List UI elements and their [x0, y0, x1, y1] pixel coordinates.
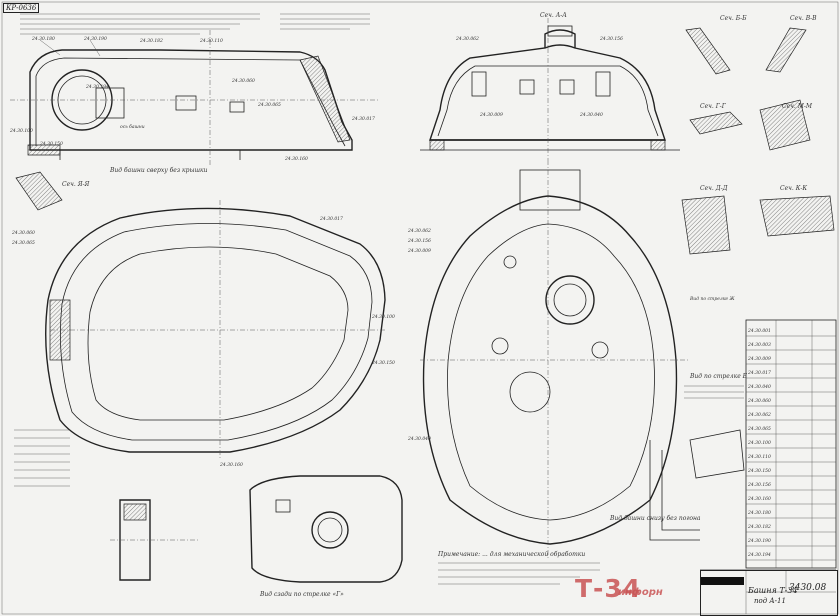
note-label: Вид по стрелке Ж: [689, 296, 736, 302]
part-label: 24.30.150: [371, 360, 395, 366]
parts-row-number: 24.30.009: [747, 356, 771, 362]
part-label: 24.30.156: [407, 238, 431, 244]
part-label: 24.30.062: [407, 228, 431, 234]
front-view: Сеч. А-А 24.30.062 24.30.156 24.30.009 2…: [420, 12, 680, 160]
redaction-mark: [700, 577, 744, 585]
part-label: 24.30.017: [351, 116, 375, 122]
section-label: Сеч. Г-Г: [700, 103, 727, 110]
part-label: 24.30.060: [231, 78, 255, 84]
part-label: 24.30.040: [579, 112, 603, 118]
section-label: Сеч. Д-Д: [700, 185, 728, 192]
side-view-labels: 24.30.180 24.30.190 24.30.182 24.30.110 …: [9, 36, 375, 162]
part-label: 24.30.017: [319, 216, 343, 222]
left-small-section: Сеч. Я-Я: [15, 171, 90, 211]
part-label: 24.30.150: [39, 141, 63, 147]
part-label: 24.30.060: [11, 230, 35, 236]
note-label: Вид башни снизу без погона: [609, 515, 701, 522]
side-view: ось башни: [10, 30, 380, 165]
part-label: 24.30.009: [407, 248, 431, 254]
note-label: Вид по стрелке Е: [689, 373, 748, 380]
note-block: Примечание: ... для механической обработ…: [437, 551, 600, 585]
title-sub: под А-11: [754, 597, 786, 605]
part-label: 24.30.100: [371, 314, 395, 320]
parts-row-number: 24.30.001: [747, 328, 771, 334]
part-label: 24.30.065: [11, 240, 35, 246]
part-label: 24.30.062: [455, 36, 479, 42]
parts-row-number: 24.30.017: [747, 370, 771, 376]
part-label: 24.30.110: [199, 38, 223, 44]
parts-row-number: 24.30.003: [747, 342, 771, 348]
left-margin-notes: [14, 429, 70, 487]
sections-top-right: Сеч. Б-Б Сеч. В-В Сеч. Г-Г Сеч. М-М Сеч.…: [681, 15, 835, 255]
bottom-view: 24.30.062 24.30.156 24.30.009 24.30.040 …: [407, 160, 701, 560]
section-label: Сеч. В-В: [790, 15, 817, 22]
section-label: Сеч. А-А: [540, 12, 567, 19]
part-label: 24.30.180: [31, 36, 55, 42]
parts-list: 24.30.001 24.30.003 24.30.009 24.30.017 24.3…: [746, 328, 836, 561]
watermark: Т-34: [575, 574, 642, 603]
right-notes: Вид по стрелке Е Вид по стрелке Ж: [649, 296, 748, 541]
section-label: Сеч. Я-Я: [62, 181, 90, 188]
section-label: Сеч. К-К: [780, 185, 807, 192]
section-label: Сеч. М-М: [782, 103, 813, 110]
parts-row-number: 24.30.060: [747, 398, 771, 404]
svg-text:ось башни: ось башни: [120, 123, 145, 130]
parts-row-number: 24.30.180: [747, 510, 771, 516]
note-label: Примечание: ... для механической обработ…: [437, 551, 585, 558]
part-label: 24.30.190: [83, 36, 107, 42]
note-label: Вид башни сверху без крышки: [109, 167, 208, 174]
top-notes: [20, 13, 370, 35]
drawing-number: 3430.08: [789, 583, 827, 593]
parts-row-number: 24.30.194: [747, 552, 771, 558]
part-label: 24.30.194: [85, 84, 109, 90]
parts-row-number: 24.30.100: [747, 440, 771, 446]
bottom-left-details: Вид сзади по стрелке «Г»: [110, 475, 403, 598]
section-label: Сеч. Б-Б: [720, 15, 747, 22]
watermark-sub: инфорн: [618, 587, 663, 598]
part-label: 24.30.009: [479, 112, 503, 118]
title-name: Башня Т-34: [748, 586, 798, 595]
parts-list-frame: [745, 319, 837, 569]
parts-row-number: 24.30.182: [747, 524, 771, 530]
part-label: 24.30.156: [599, 36, 623, 42]
parts-row-number: 24.30.062: [747, 412, 771, 418]
part-label: 24.30.100: [9, 128, 33, 134]
parts-row-number: 24.30.065: [747, 426, 771, 432]
part-label: 24.30.160: [219, 462, 243, 468]
part-label: 24.30.182: [139, 38, 163, 44]
part-label: 24.30.160: [284, 156, 308, 162]
parts-row-number: 24.30.156: [747, 482, 771, 488]
stamp-code: КР-0636: [3, 3, 40, 13]
parts-row-number: 24.30.110: [747, 454, 771, 460]
note-label: Вид сзади по стрелке «Г»: [259, 591, 344, 598]
parts-row-number: 24.30.150: [747, 468, 771, 474]
plan-view: 24.30.060 24.30.065 24.30.100 24.30.150 …: [11, 167, 395, 468]
parts-row-number: 24.30.040: [747, 384, 771, 390]
parts-row-number: 24.30.190: [747, 538, 771, 544]
part-label: 24.30.065: [257, 102, 281, 108]
part-label: 24.30.040: [407, 436, 431, 442]
parts-row-number: 24.30.160: [747, 496, 771, 502]
